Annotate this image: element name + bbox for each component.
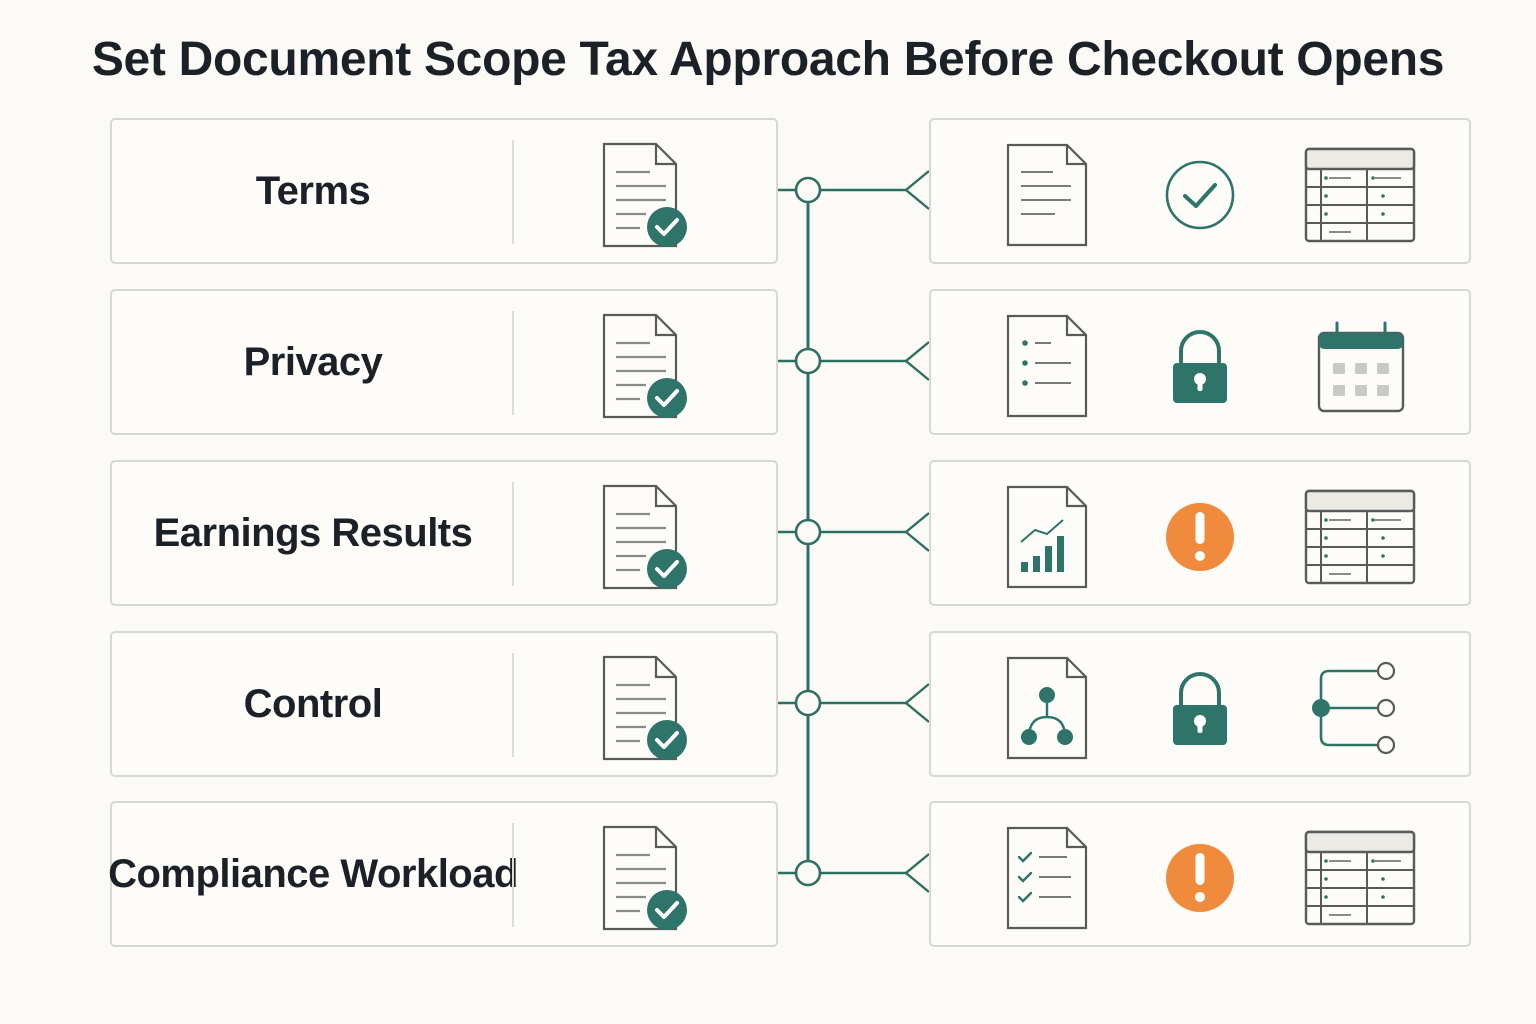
document-check-icon (590, 823, 690, 933)
row-control-left-card: Control (110, 631, 778, 777)
padlock-icon (1163, 671, 1237, 745)
row-label: Control (243, 681, 383, 726)
page-title: Set Document Scope Tax Approach Before C… (91, 33, 1445, 86)
connector-node (794, 176, 822, 204)
connector-node (794, 689, 822, 717)
document-check-icon (590, 482, 690, 592)
row-earnings-left-card: Earnings Results (110, 460, 778, 606)
connector-node (794, 859, 822, 887)
branch-icon (1301, 659, 1417, 757)
connector-fork (904, 853, 930, 893)
connector-node (794, 518, 822, 546)
check-circle-icon (1163, 158, 1237, 232)
divider (512, 653, 514, 757)
row-earnings-right-card (929, 460, 1471, 606)
divider (512, 823, 514, 927)
connector-fork (904, 170, 930, 210)
row-label: Compliance Workload (108, 851, 518, 896)
document-check-icon (590, 653, 690, 763)
document-checklist-icon (1005, 825, 1089, 931)
row-privacy-right-card (929, 289, 1471, 435)
row-control-right-card (929, 631, 1471, 777)
document-hierarchy-icon (1005, 655, 1089, 761)
connector-fork (904, 341, 930, 381)
connector-fork (904, 512, 930, 552)
connector-fork (904, 683, 930, 723)
warning-circle-icon (1163, 841, 1237, 915)
padlock-icon (1163, 329, 1237, 403)
document-check-icon (590, 140, 690, 250)
divider (512, 482, 514, 586)
row-label: Terms (255, 168, 371, 213)
connector-node (794, 347, 822, 375)
divider (512, 311, 514, 415)
table-icon (1301, 488, 1417, 586)
row-compliance-left-card: Compliance Workload (108, 801, 778, 947)
row-privacy-left-card: Privacy (110, 289, 778, 435)
row-terms-right-card (929, 118, 1471, 264)
row-terms-left-card: Terms (110, 118, 778, 264)
divider (512, 140, 514, 244)
document-chart-icon (1005, 484, 1089, 590)
row-label: Privacy (243, 339, 383, 384)
row-label: Earnings Results (153, 510, 473, 555)
warning-circle-icon (1163, 500, 1237, 574)
table-icon (1301, 146, 1417, 244)
table-icon (1301, 829, 1417, 927)
row-compliance-right-card (929, 801, 1471, 947)
calendar-icon (1301, 317, 1417, 415)
document-list-icon (1005, 313, 1089, 419)
document-check-icon (590, 311, 690, 421)
document-icon (1005, 142, 1089, 248)
